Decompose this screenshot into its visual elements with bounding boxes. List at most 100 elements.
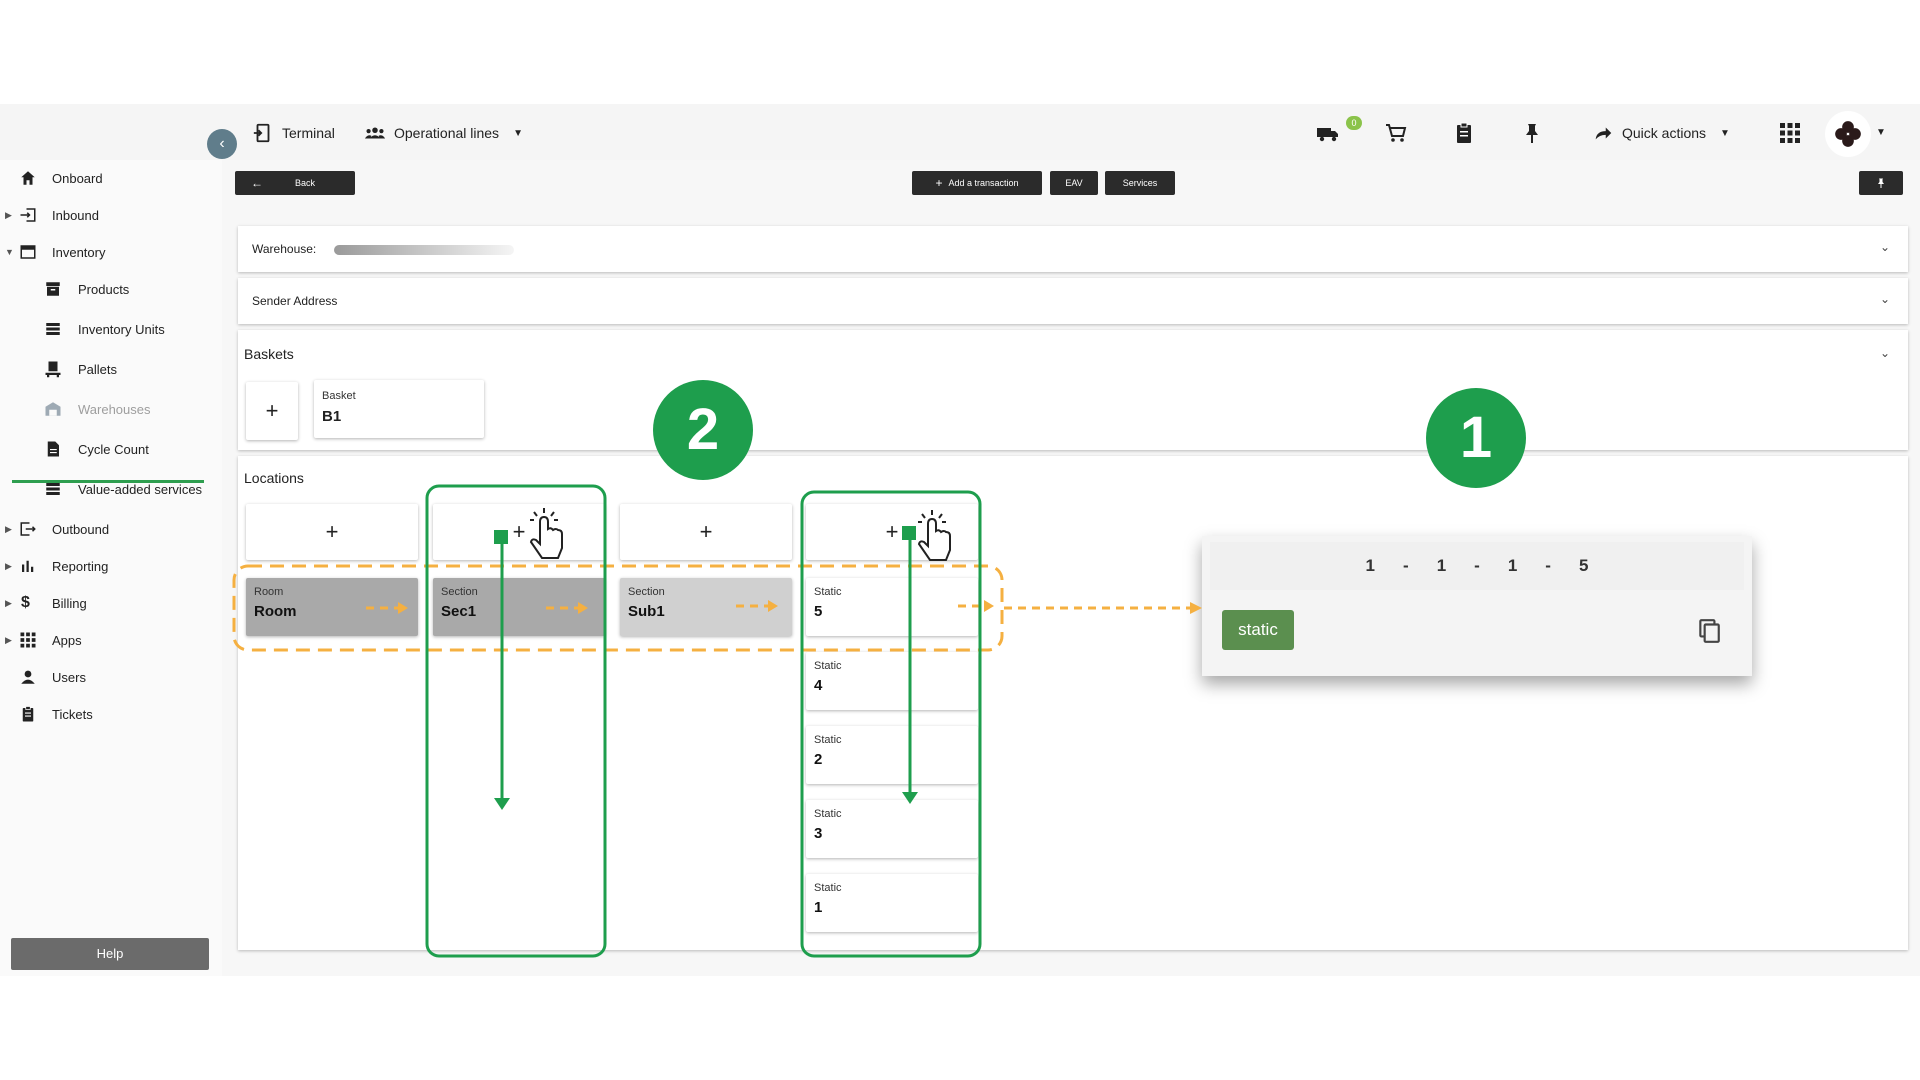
sidebar-item-inventory[interactable]: ▼ Inventory [0,237,222,267]
sidebar-item-tickets[interactable]: Tickets [0,699,222,729]
sidebar-item-outbound[interactable]: ▶ Outbound [0,514,222,544]
location-card-static[interactable]: Static 1 [806,874,978,932]
sidebar-item-label: Apps [52,632,82,648]
sidebar-item-label: Users [52,669,86,685]
home-icon [21,171,35,185]
sidebar-item-pallets[interactable]: Pallets [0,354,222,384]
sidebar-item-label: Products [78,281,130,297]
sidebar-item-label: Reporting [52,558,109,574]
sidebar-item-label: Inbound [52,207,99,223]
dollar-icon: $ [21,594,30,611]
sidebar-item-reporting[interactable]: ▶ Reporting [0,551,222,581]
pin-icon[interactable] [1520,121,1544,145]
collapse-sidebar-button[interactable]: ‹ [207,129,237,159]
document-icon [47,441,59,457]
chevron-down-icon[interactable]: ⌄ [1879,240,1890,254]
sidebar-item-apps[interactable]: ▶ Apps [0,625,222,655]
location-card-static[interactable]: Static 2 [806,726,978,784]
terminal-label: Terminal [282,125,335,141]
location-card-static[interactable]: Static 5 [806,578,978,636]
sender-address-label: Sender Address [252,294,338,308]
group-icon [364,127,386,139]
quick-actions-label: Quick actions [1622,125,1707,141]
services-label: Services [1122,178,1158,188]
warehouse-icon [45,402,61,416]
sidebar-item-onboard[interactable]: Onboard [0,163,222,193]
eav-label: EAV [1065,178,1083,188]
caret-right-icon: ▶ [5,523,12,534]
cart-icon[interactable] [1384,121,1408,145]
sidebar-item-users[interactable]: Users [0,662,222,692]
basket-type: Basket [322,390,356,402]
operational-lines-dropdown[interactable]: Operational lines ▼ [364,122,523,144]
pin-button[interactable] [1859,171,1903,195]
eav-button[interactable]: EAV [1050,171,1098,195]
add-subsection-button[interactable]: + [620,504,792,560]
clover-logo-icon [1835,121,1861,147]
location-name: Sub1 [628,603,665,620]
chevron-down-icon: ▼ [1720,127,1730,139]
sender-address-panel[interactable]: Sender Address ⌄ [238,278,1908,324]
location-card-room[interactable]: Room Room [246,578,418,636]
sidebar-item-inventory-units[interactable]: Inventory Units [0,314,222,344]
location-path-popup: 1 - 1 - 1 - 5 static [1202,536,1752,676]
caret-right-icon: ▶ [5,597,12,608]
terminal-button[interactable]: Terminal [252,122,335,144]
sidebar-item-label: Tickets [52,706,93,722]
archive-icon [46,282,60,296]
user-icon [21,670,35,684]
step-marker-2: 2 [653,380,753,480]
quick-actions-dropdown[interactable]: Quick actions ▼ [1592,122,1730,144]
sidebar-item-inbound[interactable]: ▶ Inbound [0,200,222,230]
location-card-subsection[interactable]: Section Sub1 [620,578,792,636]
location-type: Static [814,660,842,672]
logout-icon [20,522,36,536]
add-basket-button[interactable]: + [246,382,298,440]
add-transaction-button[interactable]: + Add a transaction [912,171,1042,195]
path-segment: 5 [1578,556,1589,575]
sidebar-item-warehouses[interactable]: Warehouses [0,394,222,424]
chevron-down-icon[interactable]: ▼ [1876,127,1886,138]
location-name: Sec1 [441,603,477,620]
help-button[interactable]: Help [11,938,209,970]
arrow-left-icon: ← [251,176,263,190]
warehouse-panel[interactable]: Warehouse: ⌄ [238,226,1908,272]
path-segment: 1 [1365,556,1376,575]
sidebar-item-value-added-services[interactable]: Value-added services [0,474,222,504]
path-separator: - [1474,556,1480,575]
back-button[interactable]: ← Back [235,171,355,195]
sidebar-item-products[interactable]: Products [0,274,222,304]
warehouse-value-placeholder [334,245,514,255]
location-card-static[interactable]: Static 3 [806,800,978,858]
location-name: 4 [814,677,823,694]
location-name: 3 [814,825,823,842]
location-card-section[interactable]: Section Sec1 [433,578,605,636]
add-transaction-label: Add a transaction [948,178,1019,188]
copy-icon[interactable] [1696,618,1722,644]
location-name: 5 [814,603,823,620]
basket-card[interactable]: Basket B1 [314,380,484,438]
chevron-down-icon[interactable]: ⌄ [1879,346,1890,360]
pallet-icon [45,361,61,378]
chevron-down-icon[interactable]: ⌄ [1879,292,1890,306]
sidebar-item-label: Warehouses [78,401,151,417]
location-type: Static [814,734,842,746]
caret-right-icon: ▶ [5,634,12,645]
clipboard-icon [22,706,34,722]
services-button[interactable]: Services [1105,171,1175,195]
truck-icon[interactable] [1316,121,1340,145]
add-static-button[interactable]: + [806,504,978,560]
sidebar-item-label: Outbound [52,521,110,537]
sidebar-item-cycle-count[interactable]: Cycle Count [0,434,222,464]
add-section-button[interactable]: + [433,504,605,560]
terminal-icon [253,123,270,143]
list-icon [46,323,60,335]
sidebar-item-billing[interactable]: ▶ $ Billing [0,588,222,618]
sidebar-item-label: Inventory [52,244,106,260]
apps-grid-icon[interactable] [1778,121,1802,145]
add-room-button[interactable]: + [246,504,418,560]
clipboard-icon[interactable] [1452,121,1476,145]
store-icon [20,245,36,259]
avatar[interactable] [1825,111,1871,157]
location-card-static[interactable]: Static 4 [806,652,978,710]
